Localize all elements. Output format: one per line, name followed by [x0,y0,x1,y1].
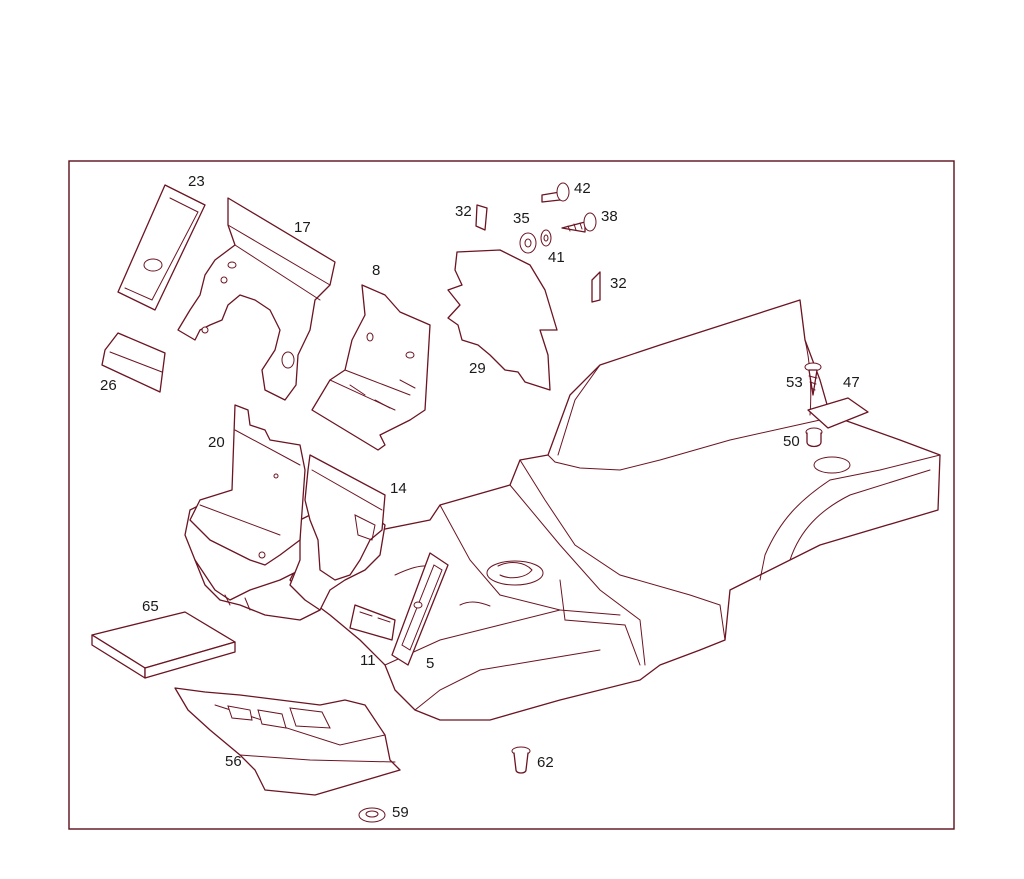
callout-50: 50 [783,433,800,450]
part-56-cover [174,687,401,796]
part-17-mat [177,197,336,401]
callout-20: 20 [208,434,225,451]
callout-65: 65 [142,598,159,615]
callout-32a: 32 [455,203,472,220]
callout-14: 14 [390,480,407,497]
part-65-block [91,611,236,679]
part-8-mat [311,284,431,451]
part-26-pad [101,332,166,393]
part-32b-clip [591,271,601,303]
part-50-plug [805,427,823,448]
part-62-grommet [511,746,531,774]
callout-41: 41 [548,249,565,266]
callout-11: 11 [360,652,376,669]
callout-47: 47 [843,374,860,391]
part-47-cover [807,397,869,429]
callout-29: 29 [469,360,486,377]
diagram-frame [68,160,955,830]
callout-56: 56 [225,753,242,770]
part-5-strip [391,552,449,666]
part-11-pad [349,604,396,641]
callout-35: 35 [513,210,530,227]
part-29-panel [447,249,558,391]
part-42-bolt [541,182,570,203]
callout-8: 8 [372,262,380,279]
part-35-washer [519,232,537,254]
part-14-mat [304,454,386,581]
part-53-screw [804,362,822,396]
callout-38: 38 [601,208,618,225]
part-59-grommet [358,807,386,823]
callout-17: 17 [294,219,311,236]
callout-32b: 32 [610,275,627,292]
part-23-pad [117,184,206,311]
callout-5: 5 [426,655,434,672]
part-32a-clip [475,204,488,231]
callout-26: 26 [100,377,117,394]
callout-42: 42 [574,180,591,197]
callout-53: 53 [786,374,803,391]
callout-62: 62 [537,754,554,771]
callout-23: 23 [188,173,205,190]
part-38-screw [561,212,597,233]
part-41-washer [540,229,552,247]
part-20-mat [189,404,306,566]
callout-59: 59 [392,804,409,821]
